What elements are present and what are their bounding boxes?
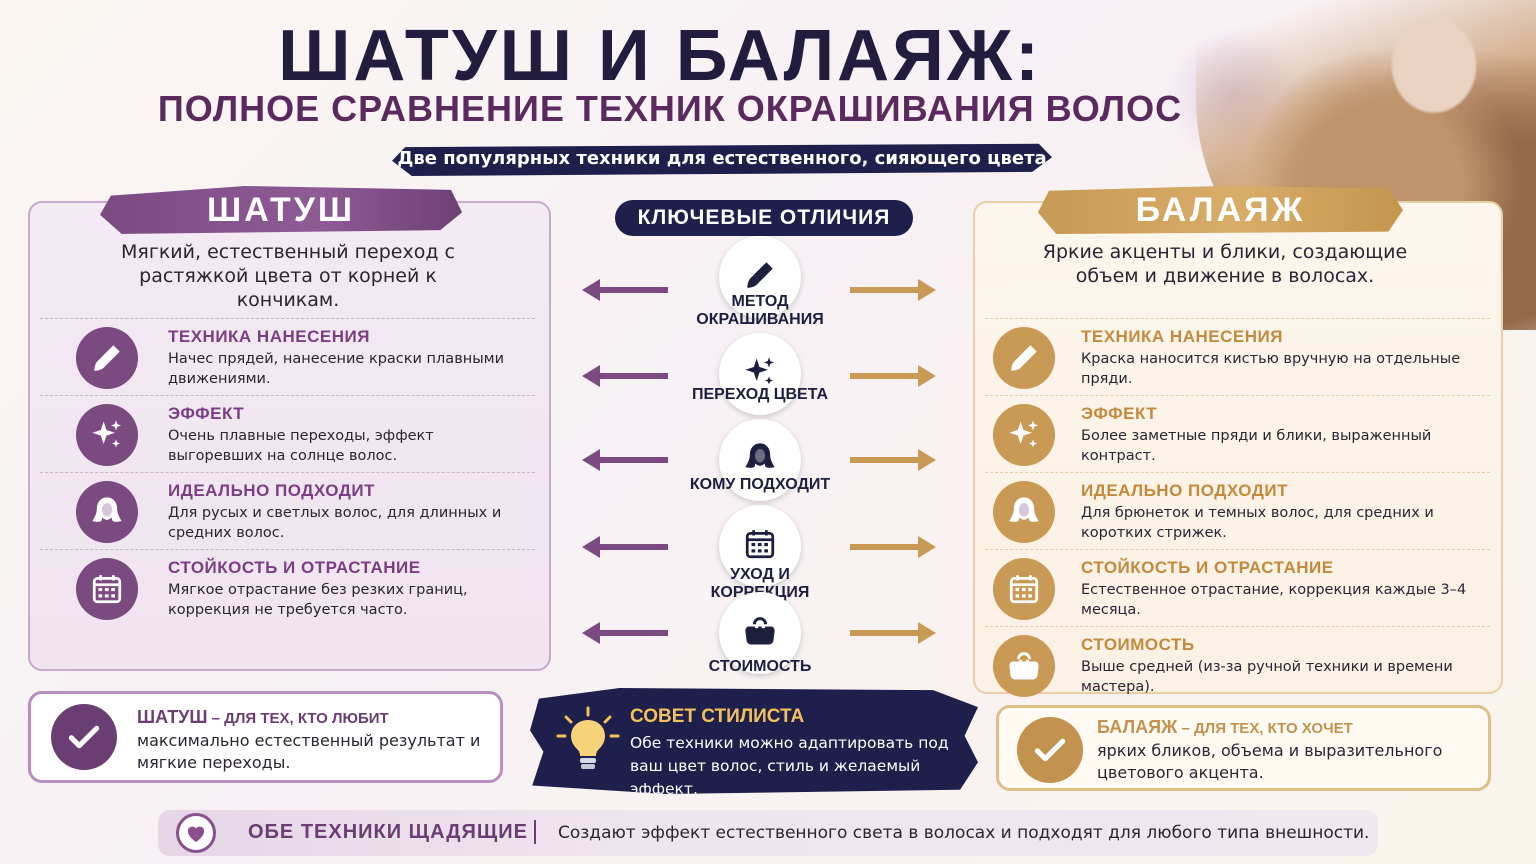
difference-label: СТОИМОСТЬ	[708, 658, 812, 675]
calendar-icon	[993, 558, 1055, 620]
difference-bubble	[719, 333, 801, 415]
row-text: Начес прядей, нанесение краски плавными …	[168, 351, 505, 387]
balayage-panel	[973, 201, 1503, 694]
difference-bubble	[719, 419, 801, 501]
left-row: ЭФФЕКТ Очень плавные переходы, эффект выг…	[40, 395, 535, 471]
balayage-summary-text: ярких бликов, объема и выразительного цв…	[1097, 741, 1443, 782]
stylist-tip: СОВЕТ СТИЛИСТА Обе техники можно адаптир…	[530, 688, 978, 794]
brush-icon	[76, 327, 138, 389]
difference-label: КОМУ ПОДХОДИТ	[689, 476, 831, 493]
arrow-left-icon	[582, 621, 668, 645]
arrow-left-icon	[582, 448, 668, 472]
right-row: СТОЙКОСТЬ И ОТРАСТАНИЕ Естественное отрас…	[985, 549, 1490, 625]
arrow-right-icon	[850, 278, 936, 302]
arrow-left-icon	[582, 364, 668, 388]
tagline-banner: Две популярных техники для естественного…	[392, 143, 1052, 176]
footer-banner: ОБЕ ТЕХНИКИ ЩАДЯЩИЕ Создают эффект естес…	[158, 810, 1378, 856]
left-row: ИДЕАЛЬНО ПОДХОДИТ Для русых и светлых вол…	[40, 472, 535, 548]
balayage-heading: БАЛАЯЖ	[1038, 186, 1403, 234]
left-row: СТОЙКОСТЬ И ОТРАСТАНИЕ Мягкое отрастание …	[40, 549, 535, 625]
arrow-right-icon	[850, 448, 936, 472]
tip-text: Обе техники можно адаптировать под ваш ц…	[630, 734, 949, 798]
arrow-left-icon	[582, 535, 668, 559]
sparkles-icon	[993, 404, 1055, 466]
calendar-icon	[76, 558, 138, 620]
difference-bubble	[719, 236, 801, 318]
difference-label: ПЕРЕХОД ЦВЕТА	[691, 386, 829, 403]
row-title: СТОИМОСТЬ	[1081, 635, 1195, 654]
row-text: Естественное отрастание, коррекция кажды…	[1081, 582, 1467, 618]
shatush-heading: ШАТУШ	[100, 186, 462, 234]
balayage-summary-title: БАЛАЯЖ – ДЛЯ ТЕХ, КТО ХОЧЕТ	[1097, 717, 1353, 737]
shatush-summary-title: ШАТУШ – ДЛЯ ТЕХ, КТО ЛЮБИТ	[137, 707, 389, 727]
row-title: ЭФФЕКТ	[1081, 404, 1158, 423]
arrow-left-icon	[582, 278, 668, 302]
arrow-right-icon	[850, 364, 936, 388]
footer-text: Создают эффект естественного света в вол…	[558, 823, 1370, 843]
purse-icon	[993, 635, 1055, 697]
balayage-summary: БАЛАЯЖ – ДЛЯ ТЕХ, КТО ХОЧЕТ ярких бликов…	[996, 705, 1491, 791]
row-text: Краска наносится кистью вручную на отдел…	[1081, 351, 1461, 387]
footer-title: ОБЕ ТЕХНИКИ ЩАДЯЩИЕ	[248, 821, 528, 843]
heart-icon	[176, 813, 216, 853]
row-title: ЭФФЕКТ	[168, 404, 245, 423]
lightbulb-icon	[556, 706, 620, 776]
page-subtitle: ПОЛНОЕ СРАВНЕНИЕ ТЕХНИК ОКРАШИВАНИЯ ВОЛО…	[157, 88, 1183, 129]
row-text: Для брюнеток и темных волос, для средних…	[1081, 505, 1434, 541]
row-title: ТЕХНИКА НАНЕСЕНИЯ	[1081, 327, 1283, 346]
balayage-description: Яркие акценты и блики, создающие объем и…	[1042, 241, 1408, 287]
right-row: СТОИМОСТЬ Выше средней (из-за ручной техн…	[985, 626, 1490, 702]
footer-divider	[534, 820, 536, 844]
purse-icon	[742, 613, 778, 653]
check-icon	[51, 704, 117, 770]
tip-title: СОВЕТ СТИЛИСТА	[630, 706, 805, 727]
arrow-right-icon	[850, 621, 936, 645]
row-text: Для русых и светлых волос, для длинных и…	[168, 505, 502, 541]
right-row: ИДЕАЛЬНО ПОДХОДИТ Для брюнеток и темных в…	[985, 472, 1490, 548]
row-title: СТОЙКОСТЬ И ОТРАСТАНИЕ	[168, 558, 421, 577]
check-icon	[1017, 717, 1083, 783]
brush-icon	[993, 327, 1055, 389]
row-text: Выше средней (из-за ручной техники и вре…	[1081, 659, 1453, 695]
row-title: СТОЙКОСТЬ И ОТРАСТАНИЕ	[1081, 558, 1334, 577]
brush-icon	[743, 258, 777, 296]
row-text: Очень плавные переходы, эффект выгоревши…	[168, 428, 434, 464]
right-row: ЭФФЕКТ Более заметные пряди и блики, выра…	[985, 395, 1490, 471]
row-title: ИДЕАЛЬНО ПОДХОДИТ	[168, 481, 375, 500]
shatush-summary: ШАТУШ – ДЛЯ ТЕХ, КТО ЛЮБИТ максимально е…	[28, 691, 503, 783]
arrow-right-icon	[850, 535, 936, 559]
page-title: ШАТУШ И БАЛАЯЖ:	[278, 16, 1042, 96]
difference-label: МЕТОД ОКРАШИВАНИЯ	[696, 293, 824, 328]
difference-bubble	[719, 592, 801, 674]
row-text: Мягкое отрастание без резких границ, кор…	[168, 582, 468, 618]
key-differences-heading: КЛЮЧЕВЫЕ ОТЛИЧИЯ	[615, 200, 913, 236]
sparkles-icon	[76, 404, 138, 466]
row-text: Более заметные пряди и блики, выраженный…	[1081, 428, 1432, 464]
difference-bubble	[719, 505, 801, 587]
right-row: ТЕХНИКА НАНЕСЕНИЯ Краска наносится кистью…	[985, 318, 1490, 394]
woman-icon	[742, 440, 778, 480]
row-title: ТЕХНИКА НАНЕСЕНИЯ	[168, 327, 370, 346]
woman-icon	[993, 481, 1055, 543]
left-row: ТЕХНИКА НАНЕСЕНИЯ Начес прядей, нанесение…	[40, 318, 535, 394]
sparkles-icon	[742, 354, 778, 394]
shatush-summary-text: максимально естественный результат и мяг…	[137, 731, 481, 772]
shatush-description: Мягкий, естественный переход с растяжкой…	[121, 241, 455, 311]
woman-icon	[76, 481, 138, 543]
row-title: ИДЕАЛЬНО ПОДХОДИТ	[1081, 481, 1288, 500]
calendar-icon	[743, 527, 777, 565]
